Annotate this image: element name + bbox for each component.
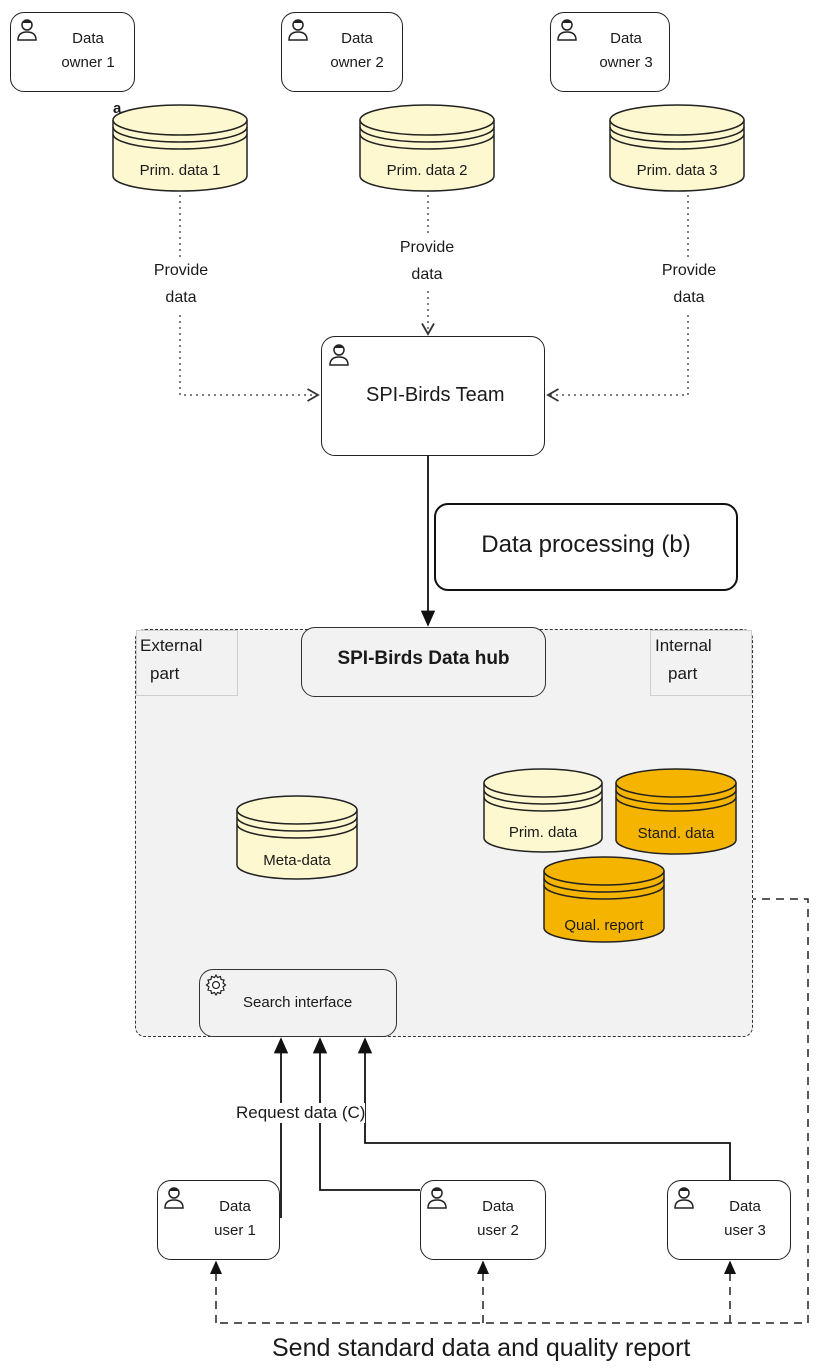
primary-data-2-cylinder: Prim. data 2 (359, 104, 495, 194)
meta-data-label: Meta-data (263, 852, 331, 869)
person-icon (425, 1185, 449, 1209)
quality-report-label: Qual. report (564, 917, 644, 934)
data-processing-box: Data processing (b) (434, 503, 738, 591)
person-icon (15, 17, 39, 41)
search-interface-label: Search interface (243, 994, 353, 1011)
primary-data-label: Prim. data 2 (386, 162, 468, 179)
hub-primary-data-label: Prim. data (508, 824, 578, 841)
team-label: SPI-Birds Team (366, 384, 505, 406)
standard-data-cylinder: Stand. data (615, 768, 737, 856)
person-icon (286, 17, 310, 41)
data-hub-title: SPI-Birds Data hub (337, 648, 510, 669)
primary-data-1-cylinder: Prim. data 1 (112, 104, 248, 194)
send-standard-data-label: Send standard data and quality report (272, 1334, 691, 1362)
person-icon (555, 17, 579, 41)
data-processing-label: Data processing (b) (481, 531, 691, 558)
hub-primary-data-cylinder: Prim. data (483, 768, 603, 854)
primary-data-label: Prim. data 3 (636, 162, 718, 179)
meta-data-cylinder: Meta-data (236, 795, 358, 881)
spi-birds-team: SPI-Birds Team (321, 336, 545, 456)
gear-icon (204, 973, 228, 997)
internal-part-frame (650, 630, 752, 696)
person-icon (327, 342, 351, 366)
standard-data-label: Stand. data (637, 825, 715, 842)
primary-data-3-cylinder: Prim. data 3 (609, 104, 745, 194)
data-hub-title-box: SPI-Birds Data hub (301, 627, 546, 697)
marker-a: a (113, 100, 122, 117)
quality-report-cylinder: Qual. report (543, 856, 665, 944)
person-icon (672, 1185, 696, 1209)
request-data-label: Request data (C) (236, 1103, 366, 1123)
search-interface-box[interactable]: Search interface (199, 969, 397, 1037)
primary-data-label: Prim. data 1 (139, 162, 221, 179)
person-icon (162, 1185, 186, 1209)
external-part-frame (136, 630, 238, 696)
request-edge-user3 (357, 1037, 731, 1182)
